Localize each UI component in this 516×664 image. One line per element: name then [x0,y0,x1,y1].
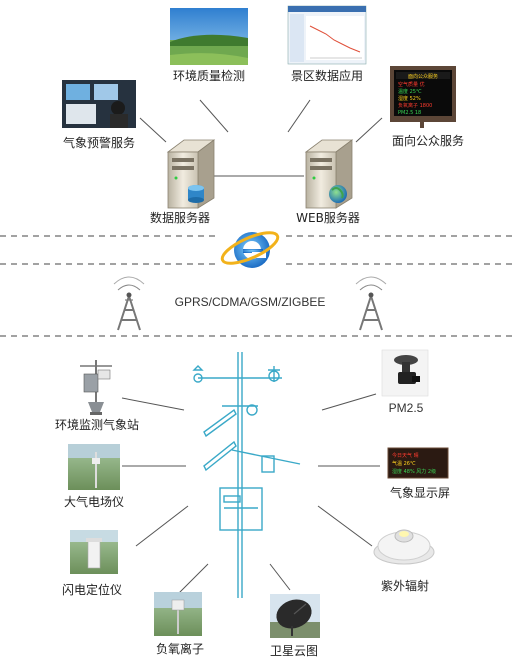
led-row-3: 湿度 52% [398,95,421,102]
data-server-label: 数据服务器 [150,210,210,225]
internet-explorer-icon [218,228,284,272]
pm25-label: PM2.5 [389,401,424,415]
display-row-1: 今日天气 晴 [392,452,419,459]
data-server-icon [166,139,216,209]
connector-scenic-to-web [287,99,311,133]
weather-display-label: 气象显示屏 [390,485,450,500]
display-row-2: 气温 26℃ [392,460,416,467]
negative-ion-label: 负氧离子 [156,641,204,656]
weather-display-screen: 今日天气 晴 气温 26℃ 湿度 48% 风力 2级 [387,447,449,479]
connector-web-to-public [355,117,383,143]
web-server-label: WEB服务器 [296,210,360,225]
weather-mast [192,352,301,598]
led-row-1: 空气质量 优 [398,81,425,88]
satellite-dish-photo [270,594,320,638]
uv-radiation-label: 紫外辐射 [381,578,429,593]
env-monitoring-photo [170,8,248,65]
antenna-tower-left-icon [113,276,145,331]
lightning-locator-photo [70,530,118,574]
weather-warning-label: 气象预警服务 [63,135,135,150]
led-row-5: PM2.5 18 [398,110,421,116]
connector-lightning [135,505,189,547]
scenic-data-screenshot [287,5,367,65]
display-row-3: 湿度 48% 风力 2级 [392,468,436,475]
weather-warning-photo [62,80,136,128]
antenna-tower-right-icon [355,276,387,331]
bottom-connectors [121,393,380,601]
field-meter-photo [68,444,120,490]
connector-satellite [269,563,291,591]
public-service-led-board: 面向公众服务 空气质量 优 温度 25℃ 湿度 52% 负氧离子 1800 PM… [390,66,456,128]
public-service-label: 面向公众服务 [392,133,464,148]
connector-pm25 [321,393,377,411]
led-board-header: 面向公众服务 [408,73,438,80]
field-meter-label: 大气电场仪 [64,494,124,509]
env-station-label: 环境监测气象站 [55,417,139,432]
env-station-photo [80,360,112,415]
connector-uv [317,505,373,547]
connector-warning-to-data [139,117,167,143]
scenic-data-label: 景区数据应用 [291,68,363,83]
led-row-4: 负氧离子 1800 [398,102,432,109]
uv-radiation-sensor-photo [373,529,435,565]
lightning-locator-label: 闪电定位仪 [62,582,122,597]
web-server-icon [304,139,354,209]
pm25-sensor-photo [381,349,429,397]
led-row-2: 温度 25℃ [398,88,422,95]
top-connectors [139,99,383,177]
connector-env-to-data [199,99,229,133]
connector-station [121,397,185,411]
network-protocols-label: GPRS/CDMA/GSM/ZIGBEE [175,295,326,309]
negative-ion-photo [154,592,202,636]
satellite-cloud-label: 卫星云图 [270,644,318,658]
env-monitoring-label: 环境质量检测 [173,68,245,83]
